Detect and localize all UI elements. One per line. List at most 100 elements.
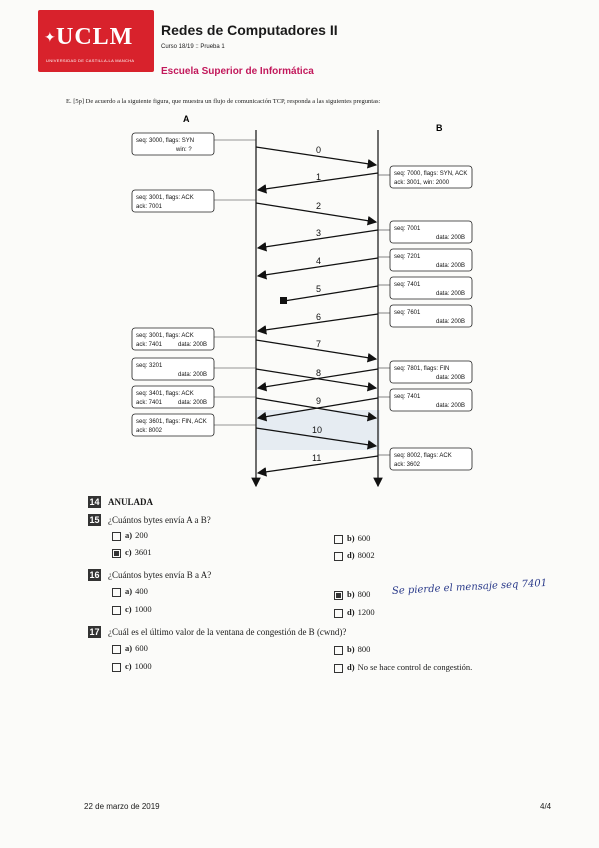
arrow-7 (255, 339, 378, 363)
q17-option-a[interactable]: a)600 (112, 643, 148, 654)
arrow-label-11: 11 (312, 453, 321, 463)
a-box-1-line2: ack: 7001 (136, 204, 163, 210)
b-box-5-line2: data: 200B (436, 375, 465, 381)
arrow-2 (255, 202, 378, 226)
checkbox[interactable] (112, 587, 121, 597)
q15-option-c[interactable]: b)600 (334, 533, 370, 544)
q15-option-a[interactable]: a)200 (112, 530, 148, 541)
a-box-1-line1: seq: 3001, flags: ACK (136, 195, 194, 201)
a-box-5 (131, 413, 215, 437)
q16-option-d[interactable]: d)1200 (334, 607, 375, 618)
q15-option-d[interactable]: d)8002 (334, 550, 375, 561)
b-box-7 (389, 447, 473, 471)
b-box-4-line1: seq: 7601 (394, 310, 421, 316)
arrow-label-6: 6 (316, 312, 321, 322)
arrow-8b (256, 368, 379, 392)
question-16-text: ¿Cuántos bytes envía B a A? (108, 570, 212, 580)
arrow-label-4: 4 (316, 256, 321, 266)
a-box-4-line2b: data: 200B (178, 400, 207, 406)
a-box-3-line2: data: 200B (178, 372, 207, 378)
b-box-5 (389, 360, 473, 384)
b-box-3 (389, 276, 473, 300)
tcp-flow-diagram: A B 0 1 2 3 4 5 6 7 8 9 10 11 seq: 3 (131, 114, 473, 488)
arrow-1 (256, 172, 379, 194)
q16-option-c[interactable]: b)800 (334, 589, 370, 600)
q17-option-b[interactable]: c)1000 (112, 661, 152, 672)
a-box-4-line1: seq: 3401, flags: ACK (136, 391, 194, 397)
arrow-label-9: 9 (316, 396, 321, 406)
checkbox[interactable] (112, 644, 121, 654)
arrow-label-2: 2 (316, 201, 321, 211)
b-box-3-line1: seq: 7401 (394, 282, 421, 288)
arrow-10 (255, 427, 378, 450)
host-a-label: A (183, 114, 190, 124)
a-box-2-line2b: data: 200B (178, 342, 207, 348)
a-box-1 (131, 189, 215, 213)
packet-lost-marker (280, 297, 287, 304)
arrow-3 (256, 229, 379, 252)
b-box-0 (389, 165, 473, 189)
a-box-2-line2a: ack: 7401 (136, 342, 163, 348)
question-number-17: 17 (88, 626, 101, 638)
b-box-6 (389, 388, 473, 412)
checkbox[interactable] (112, 662, 121, 672)
b-box-1-line1: seq: 7001 (394, 226, 421, 232)
arrow-label-10: 10 (312, 425, 322, 435)
arrow-4 (256, 257, 379, 280)
arrow-0 (255, 146, 378, 169)
b-box-2-line2: data: 200B (436, 263, 465, 269)
checkbox[interactable] (112, 531, 121, 541)
host-b-label: B (436, 123, 443, 133)
b-box-4-line2: data: 200B (436, 319, 465, 325)
checkbox[interactable] (334, 534, 343, 544)
logo-subtext: UNIVERSIDAD DE CASTILLA-LA MANCHA (46, 58, 135, 63)
b-box-5-line1: seq: 7801, flags: FIN (394, 366, 449, 372)
b-box-1 (389, 220, 473, 244)
a-box-3-line1: seq: 3201 (136, 363, 163, 369)
checkbox-checked[interactable] (112, 548, 121, 558)
footer-date: 22 de marzo de 2019 (84, 802, 160, 811)
b-box-0-line2: ack: 3001, win: 2000 (394, 180, 450, 186)
question-14-text: ANULADA (108, 497, 153, 507)
arrow-label-1: 1 (316, 172, 321, 182)
q16-option-a[interactable]: a)400 (112, 586, 148, 597)
question-number-16: 16 (88, 569, 101, 581)
a-box-4-line2a: ack: 7401 (136, 400, 163, 406)
arrow-9b (256, 397, 379, 422)
checkbox[interactable] (334, 608, 343, 618)
course-title: Redes de Computadores II (161, 22, 338, 38)
arrow-label-3: 3 (316, 228, 321, 238)
checkbox-checked[interactable] (334, 590, 343, 600)
b-box-2-line1: seq: 7201 (394, 254, 421, 260)
arrow-label-8: 8 (316, 368, 321, 378)
arrow-label-0: 0 (316, 145, 321, 155)
q17-option-c[interactable]: b)800 (334, 644, 370, 655)
arrow-6 (256, 313, 379, 335)
checkbox[interactable] (334, 551, 343, 561)
b-box-1-line2: data: 200B (436, 235, 465, 241)
handwritten-note: Se pierde el mensaje seq 7401 (391, 577, 548, 597)
logo-text: UCLM (56, 24, 134, 50)
arrow-11 (256, 455, 379, 477)
b-box-6-line2: data: 200B (436, 403, 465, 409)
course-subtitle: Curso 18/19 :: Prueba 1 (161, 44, 225, 50)
a-box-0-line1: seq: 3000, flags: SYN (136, 138, 194, 144)
b-box-2 (389, 248, 473, 272)
question-number-14: 14 (88, 496, 101, 508)
checkbox[interactable] (112, 605, 121, 615)
footer-page-number: 4/4 (540, 802, 552, 811)
uclm-logo: ✦ UCLM UNIVERSIDAD DE CASTILLA-LA MANCHA (38, 10, 154, 72)
q17-option-d[interactable]: d)No se hace control de congestión. (334, 662, 472, 673)
a-box-5-line2: ack: 8002 (136, 428, 163, 434)
a-box-2-line1: seq: 3001, flags: ACK (136, 333, 194, 339)
logo-emblem-icon: ✦ (44, 29, 56, 45)
arrow-5-lost (283, 285, 379, 302)
q16-option-b[interactable]: c)1000 (112, 604, 152, 615)
question-number-15: 15 (88, 514, 101, 526)
question-15-text: ¿Cuántos bytes envía A a B? (108, 515, 211, 525)
question-17-text: ¿Cuál es el último valor de la ventana d… (108, 627, 347, 637)
b-box-4 (389, 304, 473, 328)
checkbox[interactable] (334, 645, 343, 655)
q15-option-b[interactable]: c)3601 (112, 547, 152, 558)
checkbox[interactable] (334, 663, 343, 673)
